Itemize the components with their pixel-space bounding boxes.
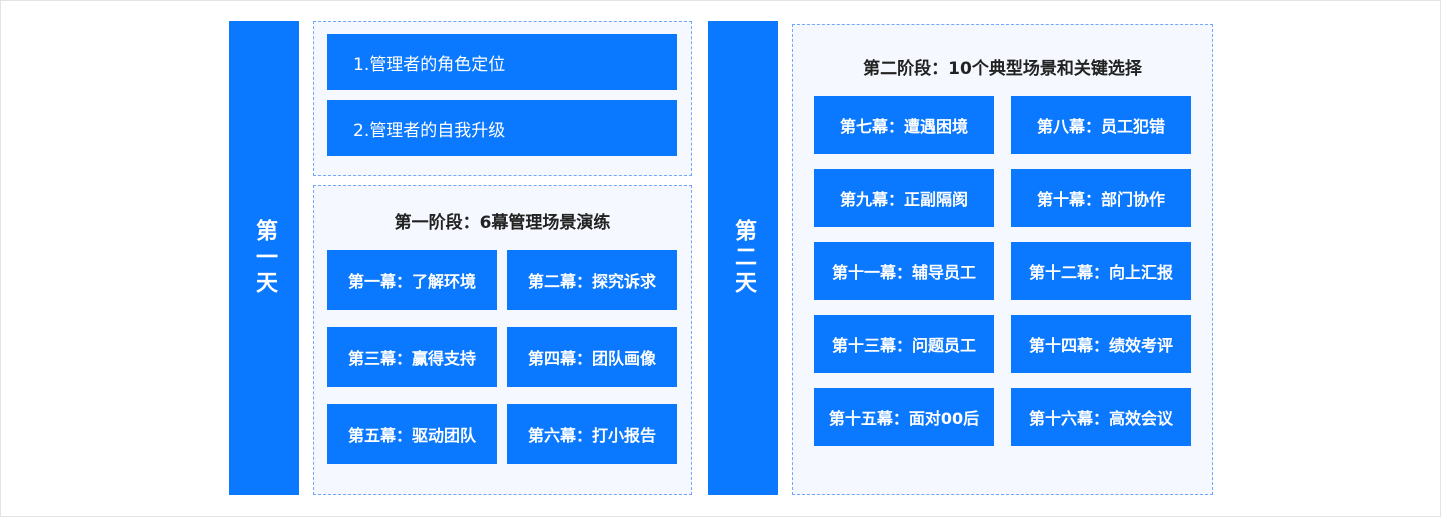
- day1-label: 第一天: [252, 219, 277, 297]
- day2-label-bar: 第二天: [708, 21, 778, 495]
- day1-act-4: 第四幕：团队画像: [507, 327, 677, 387]
- day2-act-8: 第八幕：员工犯错: [1011, 96, 1191, 154]
- day1-topic-2: 2.管理者的自我升级: [327, 100, 677, 156]
- day2-act-16: 第十六幕：高效会议: [1011, 388, 1191, 446]
- day2-act-12: 第十二幕：向上汇报: [1011, 242, 1191, 300]
- day2-act-10: 第十幕：部门协作: [1011, 169, 1191, 227]
- day1-label-bar: 第一天: [229, 21, 299, 495]
- day2-act-13: 第十三幕：问题员工: [814, 315, 994, 373]
- day1-act-5: 第五幕：驱动团队: [327, 404, 497, 464]
- day1-act-1: 第一幕：了解环境: [327, 250, 497, 310]
- day2-act-9: 第九幕：正副隔阂: [814, 169, 994, 227]
- day1-act-3: 第三幕：赢得支持: [327, 327, 497, 387]
- day2-act-7: 第七幕：遭遇困境: [814, 96, 994, 154]
- day1-act-2: 第二幕：探究诉求: [507, 250, 677, 310]
- day2-label: 第二天: [731, 219, 756, 297]
- day1-topic-1: 1.管理者的角色定位: [327, 34, 677, 90]
- day1-act-6: 第六幕：打小报告: [507, 404, 677, 464]
- day2-act-11: 第十一幕：辅导员工: [814, 242, 994, 300]
- day1-stage-title: 第一阶段：6幕管理场景演练: [394, 213, 611, 233]
- day2-act-14: 第十四幕：绩效考评: [1011, 315, 1191, 373]
- day2-act-15: 第十五幕：面对00后: [814, 388, 994, 446]
- day2-stage-title: 第二阶段：10个典型场景和关键选择: [863, 59, 1142, 79]
